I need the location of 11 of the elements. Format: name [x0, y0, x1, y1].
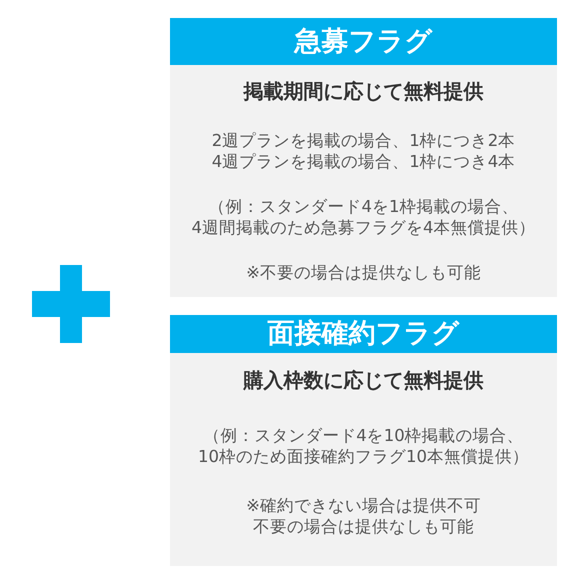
note-text: ※確約できない場合は提供不可不要の場合は提供なしも可能	[245, 495, 482, 538]
info-panel	[170, 18, 557, 297]
heading-band: 急募フラグ	[170, 18, 557, 65]
panel-subheading: 購入枠数に応じて無料提供	[242, 367, 484, 393]
info-panel	[170, 315, 557, 566]
body-text: （例：スタンダード4を1枠掲載の場合、4週間掲載のため急募フラグを4本無償提供）	[190, 196, 536, 239]
body-text: （例：スタンダード4を10枠掲載の場合、10枠のため面接確約フラグ10本無償提供）	[197, 425, 530, 468]
heading-band: 面接確約フラグ	[170, 315, 557, 353]
panel-subheading: 掲載期間に応じて無料提供	[242, 78, 484, 104]
body-text: 2週プランを掲載の場合、1枠につき2本4週プランを掲載の場合、1枠につき4本	[210, 130, 516, 173]
note-text: ※不要の場合は提供なしも可能	[245, 262, 482, 284]
